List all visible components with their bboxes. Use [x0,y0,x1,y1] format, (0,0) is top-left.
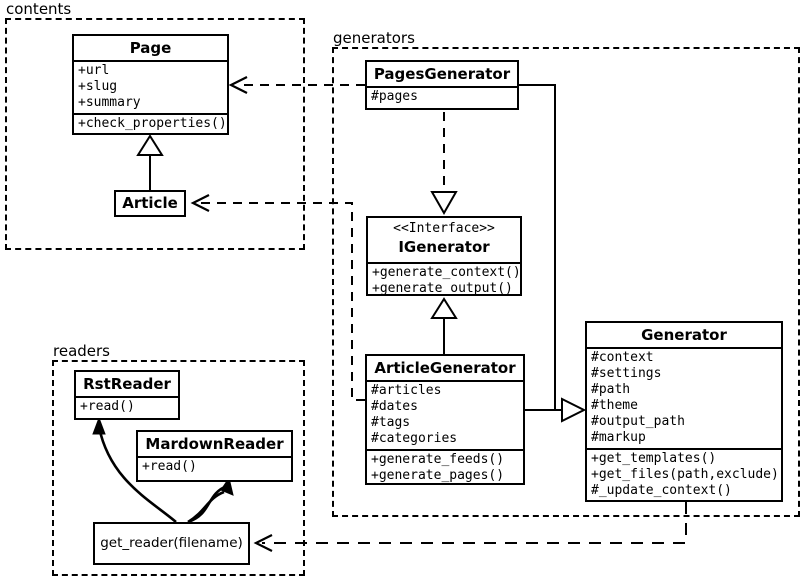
class-articlegenerator[interactable]: ArticleGenerator #articles #dates #tags … [365,354,525,485]
package-label-generators: generators [333,29,415,47]
package-readers [52,360,305,576]
attribute: #context [591,350,654,366]
attribute: #tags [371,415,411,431]
attribute: #output_path [591,414,685,430]
method: +check_properties() [78,116,227,132]
class-articlegenerator-attributes: #articles #dates #tags #categories [367,380,523,449]
class-page[interactable]: Page +url +slug +summary +check_properti… [72,34,229,135]
class-article[interactable]: Article [114,190,186,217]
function-get-reader-label: get_reader(filename) [100,535,243,552]
method: #_update_context() [591,483,732,499]
attribute: #articles [371,383,442,399]
attribute: +summary [78,95,141,111]
method: +get_files(path,exclude) [591,467,779,483]
attribute: #theme [591,398,638,414]
function-get-reader[interactable]: get_reader(filename) [93,522,250,565]
class-rstreader[interactable]: RstReader +read() [74,370,180,420]
class-pagesgenerator[interactable]: PagesGenerator #pages [365,60,519,110]
class-article-name: Article [122,194,178,213]
class-rstreader-name: RstReader [83,375,171,393]
class-generator-attributes: #context #settings #path #theme #output_… [587,347,781,448]
class-rstreader-methods: +read() [76,396,178,417]
method: +generate_pages() [371,468,505,484]
class-pagesgenerator-attributes: #pages [367,86,517,107]
class-generator-methods: +get_templates() +get_files(path,exclude… [587,448,781,501]
class-page-name: Page [129,39,172,57]
method: +generate_feeds() [371,452,505,468]
attribute: #categories [371,431,458,447]
attribute: #settings [591,366,662,382]
class-igenerator-methods: +generate_context() +generate_output() [368,261,521,299]
class-page-methods: +check_properties() [74,113,227,134]
class-mardownreader-methods: +read() [138,456,291,477]
attribute: #path [591,382,631,398]
method: +get_templates() [591,451,717,467]
attribute: #dates [371,399,418,415]
attribute: #markup [591,430,646,446]
method: +generate_output() [372,280,513,296]
class-generator[interactable]: Generator #context #settings #path #them… [585,321,783,502]
class-generator-name: Generator [641,326,727,344]
class-mardownreader[interactable]: MardownReader +read() [136,430,293,482]
class-igenerator[interactable]: <<Interface>> IGenerator +generate_conte… [366,216,522,296]
package-contents [5,18,305,250]
method: +read() [142,459,197,475]
package-label-readers: readers [53,342,110,360]
class-mardownreader-name: MardownReader [145,435,284,453]
class-igenerator-name: IGenerator [398,238,490,257]
class-articlegenerator-name: ArticleGenerator [374,359,516,377]
attribute: #pages [371,89,418,105]
attribute: +url [78,63,110,79]
class-igenerator-stereotype: <<Interface>> [393,221,495,236]
class-igenerator-header: <<Interface>> IGenerator [368,218,520,262]
attribute: +slug [78,79,118,95]
method: +generate_context() [372,264,521,280]
class-pagesgenerator-name: PagesGenerator [373,65,511,83]
method: +read() [80,399,135,415]
class-page-attributes: +url +slug +summary [74,60,227,113]
class-articlegenerator-methods: +generate_feeds() +generate_pages() [367,449,523,486]
package-label-contents: contents [6,0,72,18]
